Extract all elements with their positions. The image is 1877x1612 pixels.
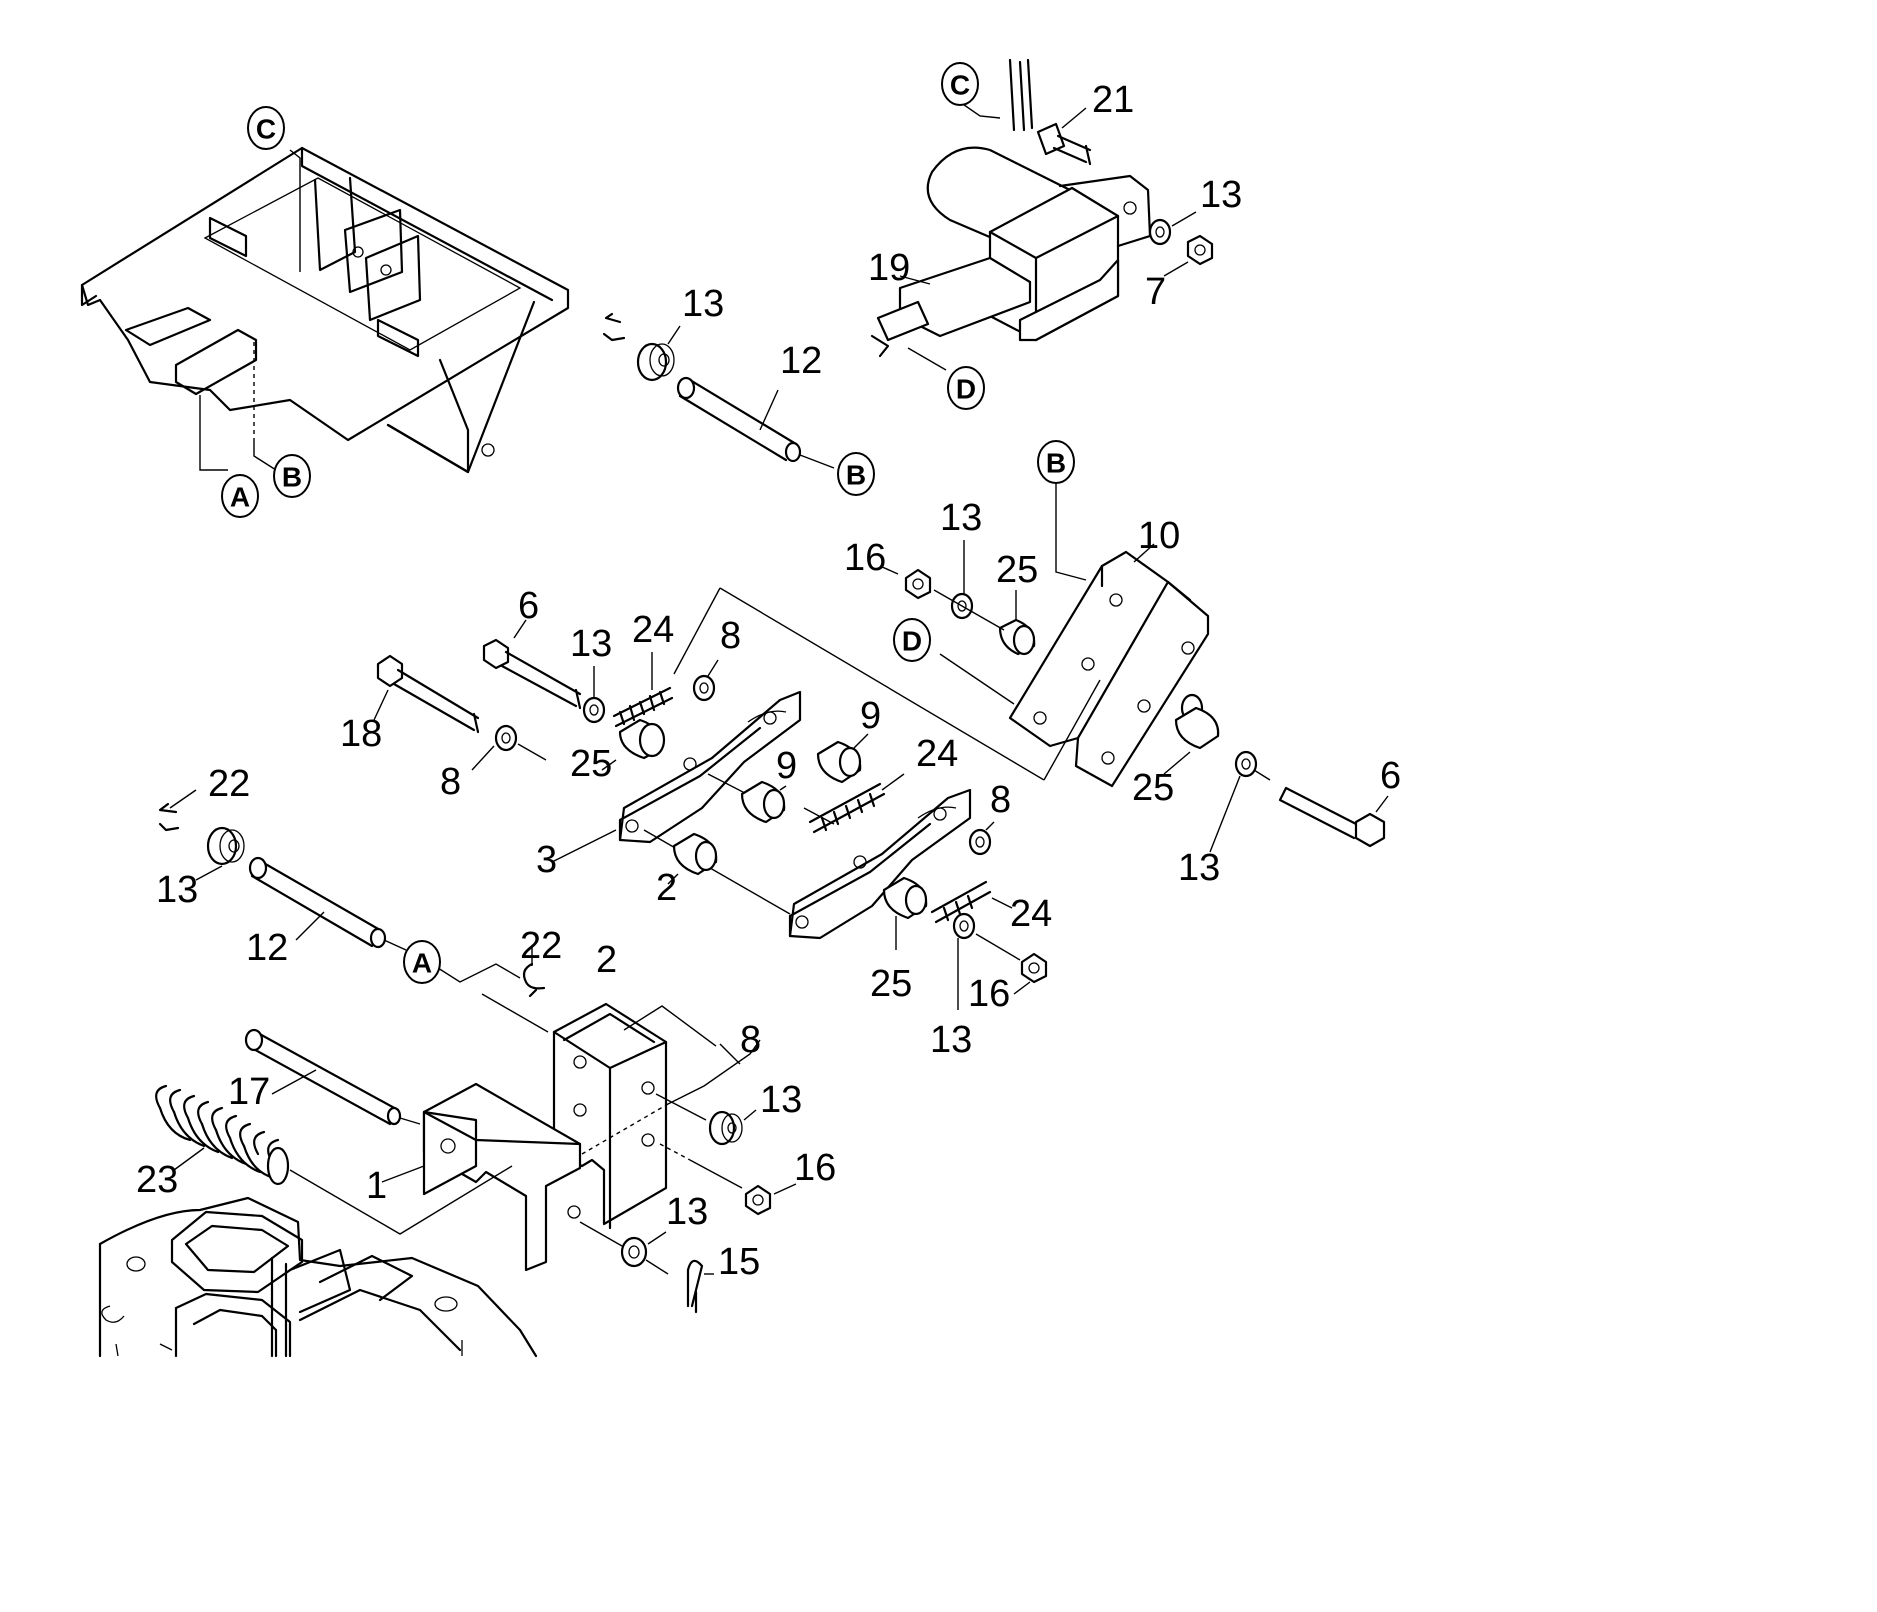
link-plates xyxy=(551,587,1101,940)
callout-c-19: 19 xyxy=(868,247,910,289)
reference-letter: D xyxy=(902,626,922,657)
callout-c-17: 17 xyxy=(228,1071,270,1113)
reference-letter: C xyxy=(950,70,970,101)
reference-letter: C xyxy=(256,114,276,145)
reference-circle xyxy=(403,940,441,984)
reference-circle xyxy=(1037,440,1075,484)
reference-circle xyxy=(221,474,259,518)
frame-assembly xyxy=(80,146,570,474)
callout-c-8-left: 8 xyxy=(440,761,461,803)
ref-a-pin: A xyxy=(403,940,441,984)
reference-circle xyxy=(837,452,875,496)
callout-c-24-top: 24 xyxy=(632,609,674,651)
callout-c-12-bot: 12 xyxy=(246,927,288,969)
spacers-and-springs xyxy=(667,693,1389,1010)
callout-c-3: 3 xyxy=(536,839,557,881)
callout-c-22-top: 22 xyxy=(208,763,250,805)
callout-c-6-right: 6 xyxy=(1380,755,1401,797)
callout-c-25-top: 25 xyxy=(996,549,1038,591)
callout-c-13-top-washer: 13 xyxy=(682,283,724,325)
ref-b-frame: B xyxy=(273,454,311,498)
reference-letter: D xyxy=(956,374,976,405)
reference-circle xyxy=(941,62,979,106)
callout-c-22-bot: 22 xyxy=(520,925,562,967)
reference-letter: A xyxy=(412,948,432,979)
reference-letter: B xyxy=(846,460,866,491)
callout-c-21: 21 xyxy=(1092,79,1134,121)
reference-letter: B xyxy=(1046,448,1066,479)
callout-c-9-left: 9 xyxy=(776,745,797,787)
reference-letter: A xyxy=(230,482,250,513)
callout-c-6-left: 6 xyxy=(518,585,539,627)
bracket-assembly xyxy=(381,1002,761,1272)
reference-circle xyxy=(893,618,931,662)
ref-d-motor: D xyxy=(947,366,985,410)
callout-c-8-bot: 8 xyxy=(740,1019,761,1061)
callout-c-13-bot: 13 xyxy=(930,1019,972,1061)
reference-circle xyxy=(247,106,285,150)
left-pin-assembly xyxy=(158,789,549,1033)
reference-circle xyxy=(273,454,311,498)
reference-circle xyxy=(947,366,985,410)
reference-letter: B xyxy=(282,462,302,493)
callout-c-8-right: 8 xyxy=(990,779,1011,821)
ref-a-frame: A xyxy=(221,474,259,518)
callout-c-10: 10 xyxy=(1138,515,1180,557)
ref-b-pin: B xyxy=(837,452,875,496)
callout-c-25-bot: 25 xyxy=(870,963,912,1005)
callout-c-23: 23 xyxy=(136,1159,178,1201)
ref-b-plate: B xyxy=(1037,440,1075,484)
callout-c-25-right: 25 xyxy=(1132,767,1174,809)
callout-c-13-nut-top: 13 xyxy=(1200,174,1242,216)
callout-c-7: 7 xyxy=(1145,271,1166,313)
callout-c-16-top: 16 xyxy=(844,537,886,579)
reference-layer: C A B C D B B D A xyxy=(221,62,1075,984)
hardware-middle xyxy=(373,540,1036,771)
lower-hardware xyxy=(579,1093,797,1314)
callout-c-13-far-right: 13 xyxy=(1178,847,1220,889)
ref-c-frame: C xyxy=(247,106,285,150)
callout-c-2-bracket: 2 xyxy=(596,939,617,981)
callout-c-24-bot: 24 xyxy=(1010,893,1052,935)
callout-c-13-washer-bot: 13 xyxy=(666,1191,708,1233)
callout-c-13-left: 13 xyxy=(570,623,612,665)
callout-c-15: 15 xyxy=(718,1241,760,1283)
callout-c-24-mid: 24 xyxy=(916,733,958,775)
base-housing xyxy=(98,1196,538,1358)
motor-actuator xyxy=(870,58,1214,371)
callout-c-13-pin: 13 xyxy=(156,869,198,911)
callout-c-8-top: 8 xyxy=(720,615,741,657)
callout-c-16-bot: 16 xyxy=(794,1147,836,1189)
callout-c-9-right: 9 xyxy=(860,695,881,737)
ref-c-motor: C xyxy=(941,62,979,106)
callout-c-1: 1 xyxy=(366,1165,387,1207)
callout-c-16-mid: 16 xyxy=(968,973,1010,1015)
callout-c-12-top: 12 xyxy=(780,340,822,382)
callout-c-25-left: 25 xyxy=(570,743,612,785)
callout-c-18: 18 xyxy=(340,713,382,755)
callout-c-13-bush: 13 xyxy=(760,1079,802,1121)
callout-c-13-mid: 13 xyxy=(940,497,982,539)
pin-spring-assembly xyxy=(155,1028,513,1235)
top-pin-assembly xyxy=(602,312,835,469)
plate-10 xyxy=(939,480,1210,788)
ref-d-plate: D xyxy=(893,618,931,662)
callout-c-2-left: 2 xyxy=(656,867,677,909)
